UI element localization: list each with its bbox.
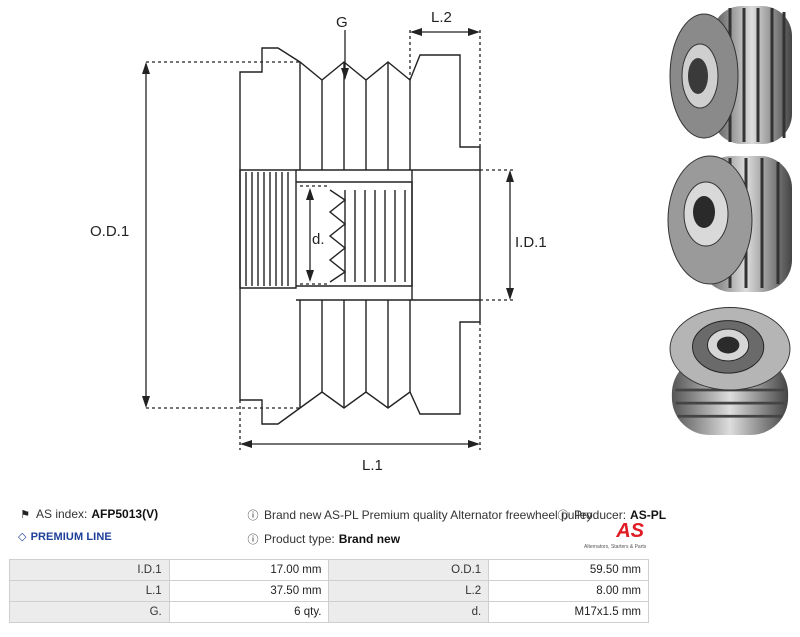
spec-value: 6 qty. <box>168 601 330 623</box>
pulley-side-view-icon <box>669 6 792 144</box>
spec-value: 59.50 mm <box>488 559 649 581</box>
product-type-value: Brand new <box>338 532 401 546</box>
product-type: ⓘ Product type: Brand new <box>246 531 401 547</box>
brand-logo: AS Alternators, Starters & Parts <box>584 520 650 552</box>
spec-label: I.D.1 <box>9 559 170 581</box>
description: ⓘ Brand new AS-PL Premium quality Altern… <box>246 507 593 523</box>
spec-value: 37.50 mm <box>168 580 330 602</box>
premium-line-badge: ◇ PREMIUM LINE <box>18 530 112 544</box>
spec-value: 17.00 mm <box>168 559 330 581</box>
producer-label: Producer: <box>574 508 627 522</box>
label-id1: I.D.1 <box>515 234 547 251</box>
info-icon: ⓘ <box>247 534 259 546</box>
producer-value: AS-PL <box>630 508 667 522</box>
spec-table: I.D.1 17.00 mm O.D.1 59.50 mm L.1 37.50 … <box>9 559 649 623</box>
label-l1: L.1 <box>362 457 383 474</box>
spec-label: O.D.1 <box>328 559 490 581</box>
spec-label: L.1 <box>9 580 170 602</box>
producer: ⓘ Producer: AS-PL <box>556 507 667 523</box>
table-row: L.1 37.50 mm L.2 8.00 mm <box>9 580 649 602</box>
logo-text: AS <box>616 520 644 542</box>
product-type-label: Product type: <box>264 532 335 546</box>
label-od1: O.D.1 <box>90 223 129 240</box>
table-row: I.D.1 17.00 mm O.D.1 59.50 mm <box>9 559 649 581</box>
as-index-label: AS index: <box>36 507 88 521</box>
spec-label: d. <box>328 601 490 623</box>
as-index: ⚑ AS index: AFP5013(V) <box>18 507 158 521</box>
logo-tagline: Alternators, Starters & Parts <box>584 544 647 550</box>
table-row: G. 6 qty. d. M17x1.5 mm <box>9 601 649 623</box>
pulley-front-view-icon <box>669 307 791 435</box>
label-g: G <box>336 14 348 31</box>
as-index-value: AFP5013(V) <box>91 507 159 521</box>
label-l2: L.2 <box>431 9 452 26</box>
spec-value: M17x1.5 mm <box>488 601 649 623</box>
description-text: Brand new AS-PL Premium quality Alternat… <box>264 508 593 522</box>
tag-icon: ⚑ <box>20 508 30 521</box>
label-d: d. <box>312 231 325 248</box>
diamond-icon: ◇ <box>18 531 27 543</box>
spec-label: L.2 <box>328 580 490 602</box>
technical-drawing: O.D.1 I.D.1 L.1 L.2 G d. <box>90 9 547 474</box>
premium-line-text: PREMIUM LINE <box>30 530 112 543</box>
info-icon: ⓘ <box>557 510 569 522</box>
pulley-angle-view-icon <box>667 155 792 292</box>
spec-value: 8.00 mm <box>488 580 649 602</box>
spec-label: G. <box>9 601 170 623</box>
info-icon: ⓘ <box>247 510 259 522</box>
